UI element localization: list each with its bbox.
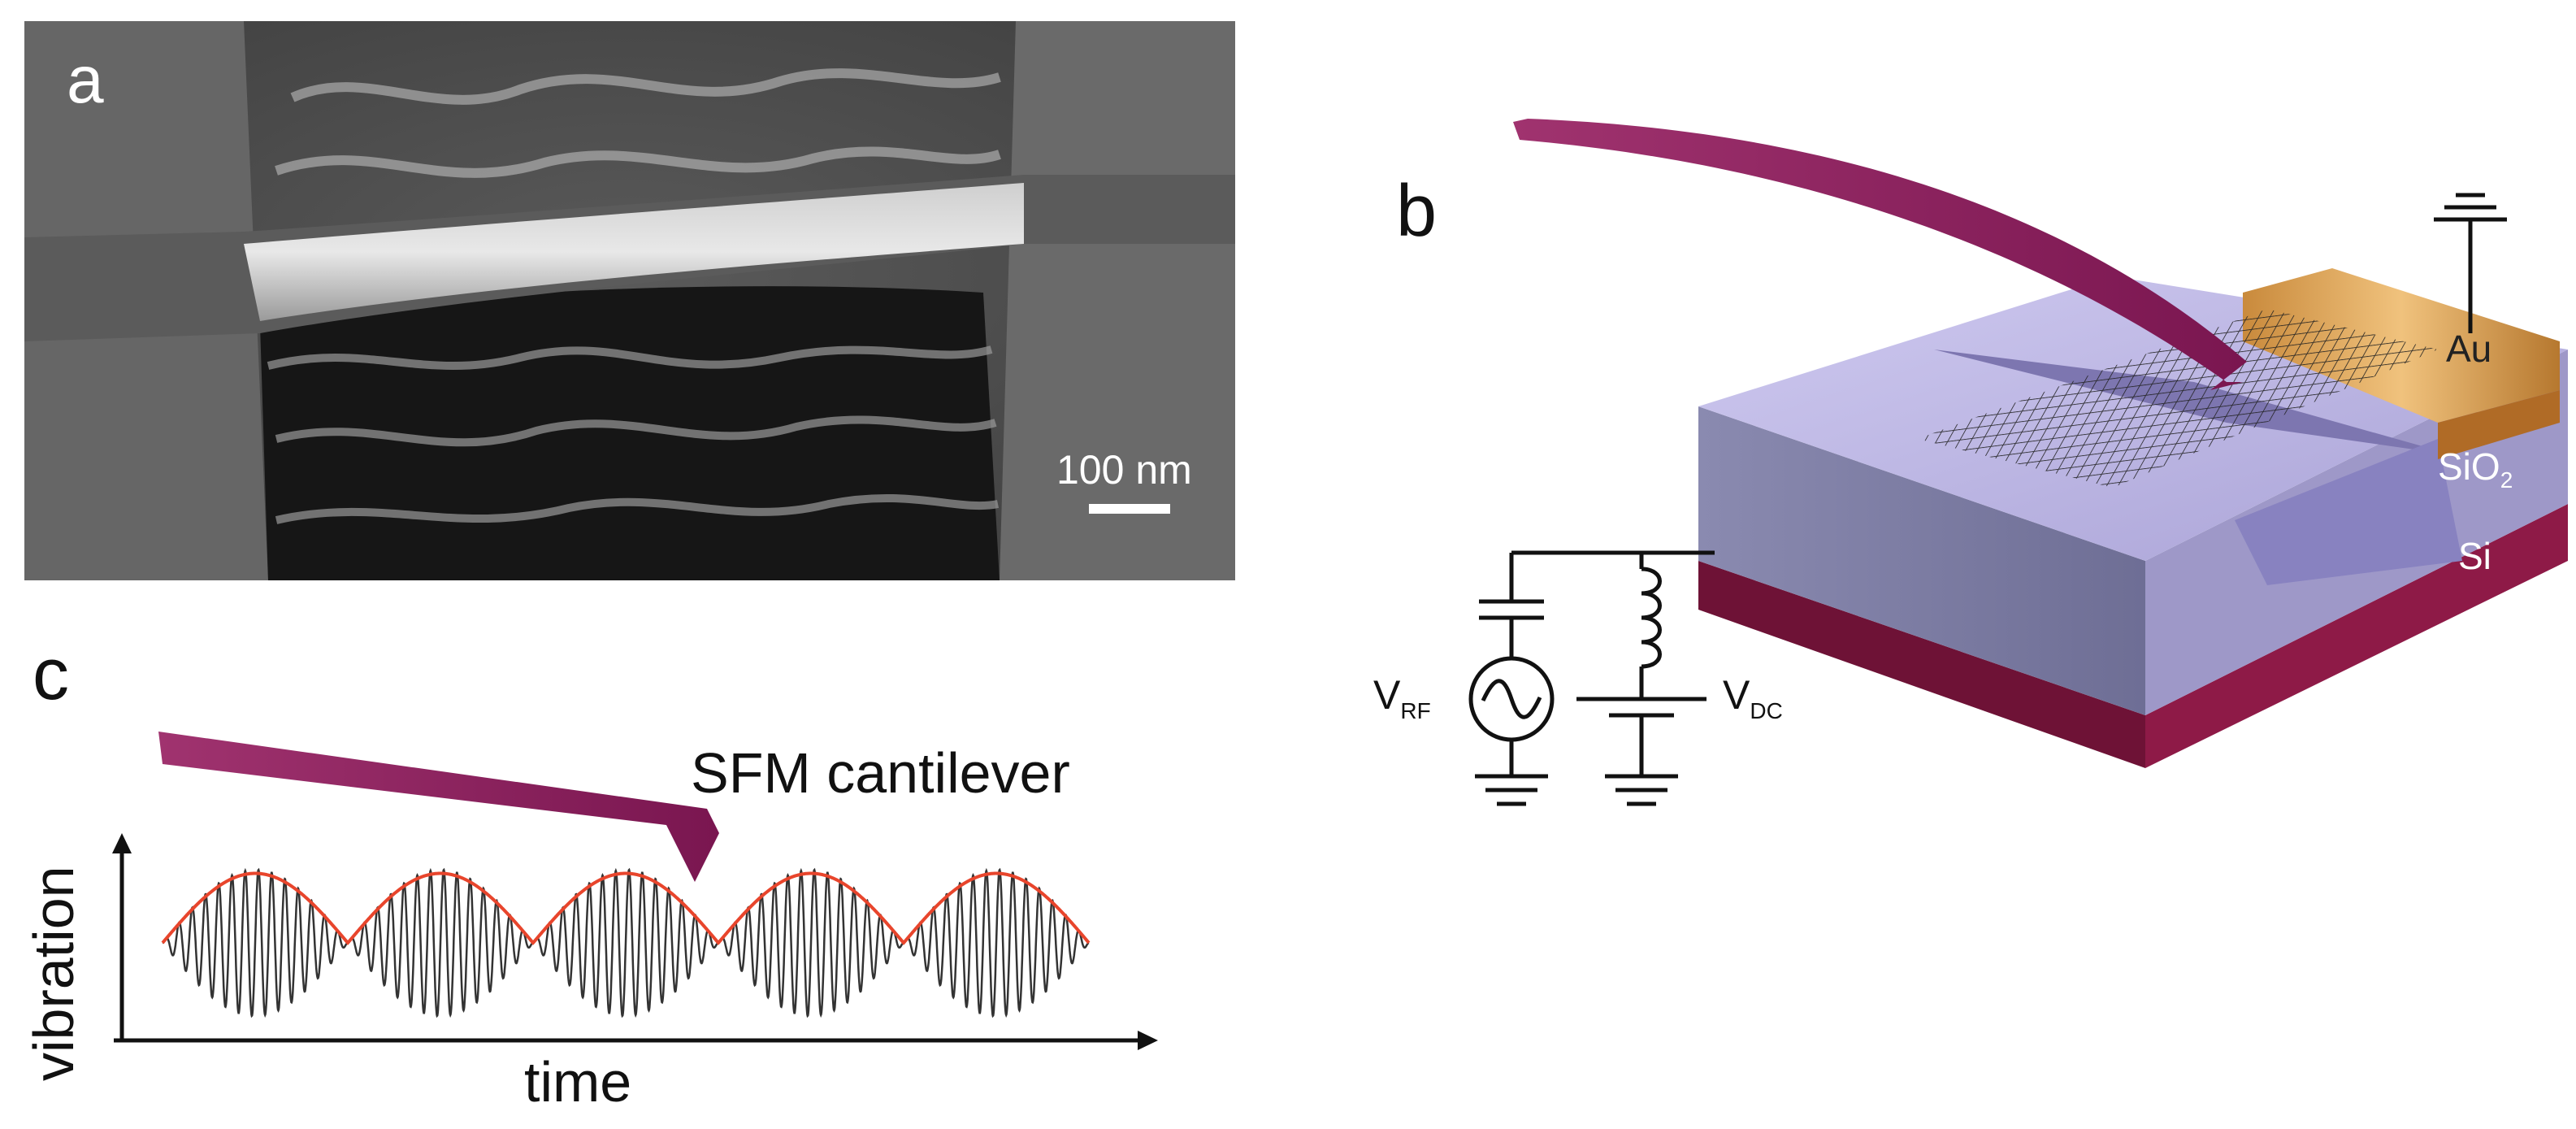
- inductor-icon: [1641, 567, 1662, 669]
- sfm-cantilever: [1513, 119, 2247, 390]
- panel-a: a 100 nm: [24, 21, 1235, 580]
- sem-micrograph: [24, 21, 1235, 580]
- cantilever-label: SFM cantilever: [691, 741, 1070, 805]
- envelope-curve: [161, 871, 1091, 945]
- v-rf-label: VRF: [1373, 672, 1431, 723]
- au-label: Au: [2446, 328, 2491, 370]
- v-dc-label: VDC: [1723, 672, 1783, 723]
- si-label: Si: [2458, 535, 2491, 577]
- y-axis-label: vibration: [22, 866, 85, 1081]
- panel-c: c SFM cantilever vibration time: [22, 634, 1158, 1114]
- panel-b: b: [1373, 119, 2568, 806]
- x-axis-arrow: [1138, 1031, 1158, 1050]
- scale-bar-label: 100 nm: [1056, 447, 1192, 493]
- silicon-layer: [1698, 504, 2568, 768]
- panel-c-label: c: [33, 634, 69, 715]
- graphene-sheet: [1918, 309, 2438, 488]
- y-axis-arrow: [112, 833, 132, 853]
- sio2-label: SiO2: [2438, 445, 2513, 493]
- scale-bar: [1089, 504, 1170, 514]
- axes: [114, 849, 1142, 1043]
- sfm-cantilever-c: [158, 732, 719, 882]
- ground-symbol-au: [2434, 193, 2507, 333]
- panel-a-label: a: [67, 43, 104, 117]
- oscillation-trace: [162, 867, 1090, 1018]
- panel-b-label: b: [1396, 171, 1437, 252]
- bias-circuit: [1468, 550, 1715, 806]
- x-axis-label: time: [524, 1050, 631, 1114]
